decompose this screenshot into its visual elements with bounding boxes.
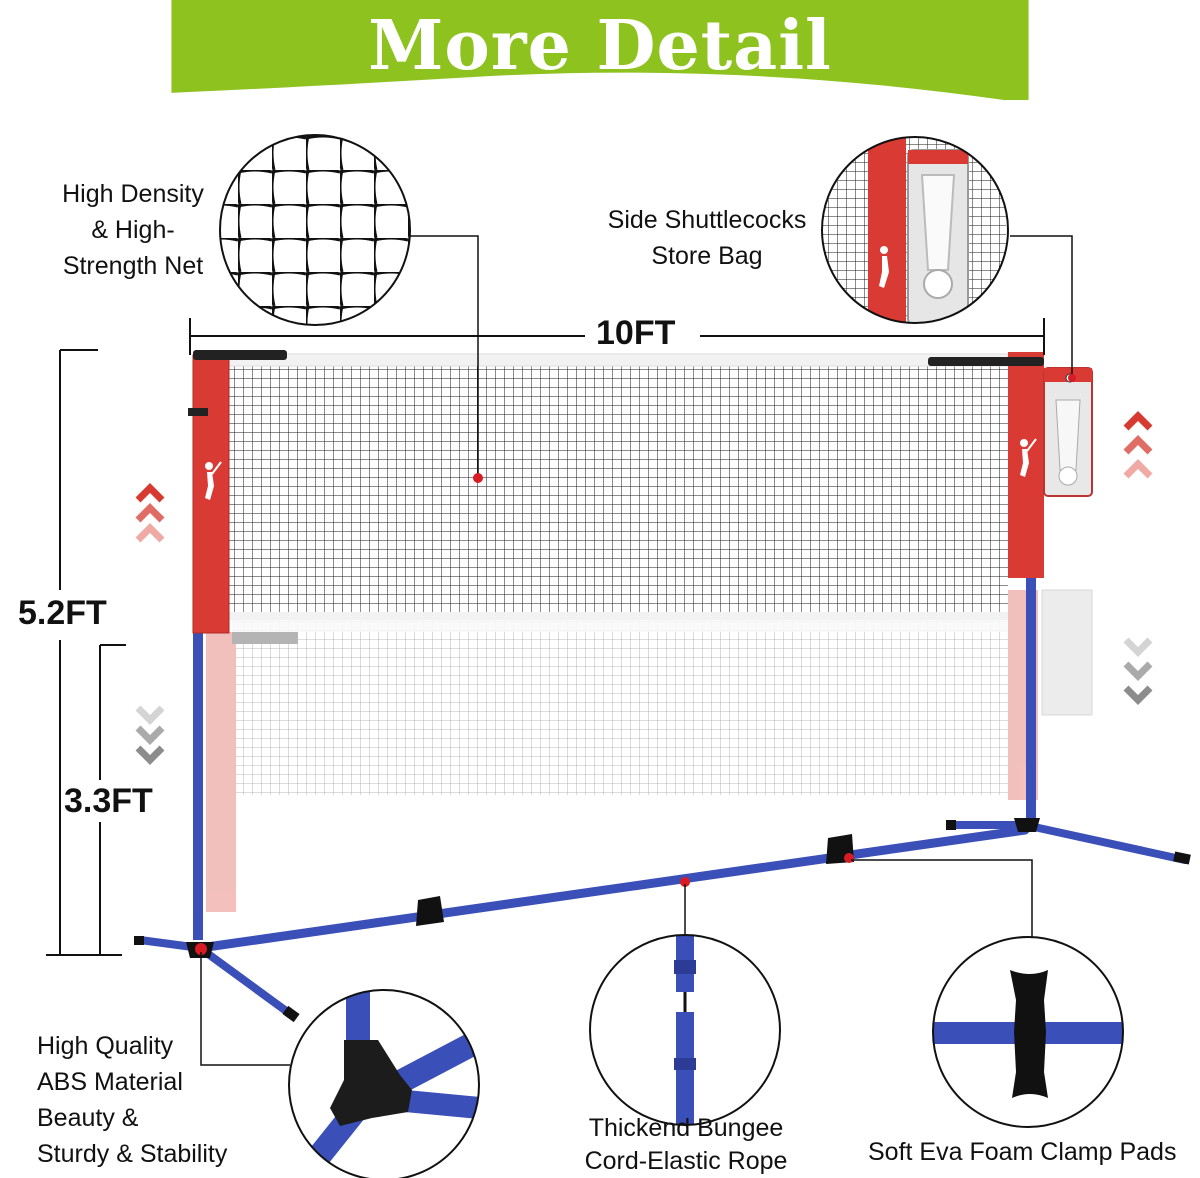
label-abs-material: High Quality ABS Material Beauty & Sturd… [37,1028,227,1172]
label-line: High Density [62,180,204,208]
dimension-height-low: 3.3FT [64,782,153,820]
label-line: Thickend Bungee [588,1114,784,1142]
dimension-lines [46,318,1045,956]
net-poles [188,350,1044,940]
label-line: Store Bag [651,242,763,270]
net-base [134,818,1191,1023]
label-line: Side Shuttlecocks [607,206,807,234]
label-line: Cord-Elastic Rope [584,1147,788,1175]
label-line: Beauty & [37,1104,139,1132]
label-high-density-net: High Density & High- Strength Net [58,176,208,284]
arrow-up-icon [135,411,1153,543]
banner-background [171,0,1029,100]
label-side-bag: Side Shuttlecocks Store Bag [600,202,814,274]
badminton-player-icon [205,438,1037,500]
upper-net [227,353,1009,620]
label-line: Sturdy & Stability [37,1140,228,1168]
detail-circle-bag [821,136,1009,324]
label-bungee-cord: Thickend Bungee Cord-Elastic Rope [576,1112,796,1178]
side-bag [1043,367,1093,497]
detail-circle-pads [932,936,1124,1128]
arrow-down-icon [135,637,1153,765]
dimension-width: 10FT [596,314,676,352]
dimension-height-high: 5.2FT [18,594,107,632]
callout-lines [200,235,1073,1066]
lower-net-position [206,589,1093,912]
label-foam-pads: Soft Eva Foam Clamp Pads [868,1138,1177,1166]
label-line: ABS Material [37,1068,183,1096]
label-line: High Quality [37,1032,174,1060]
label-line: & High- [91,216,175,244]
detail-circle-abs [288,989,480,1178]
detail-circle-net [219,134,411,326]
page-title: More Detail [368,6,832,86]
detail-circle-bungee [589,934,781,1126]
label-line: Strength Net [62,252,204,280]
